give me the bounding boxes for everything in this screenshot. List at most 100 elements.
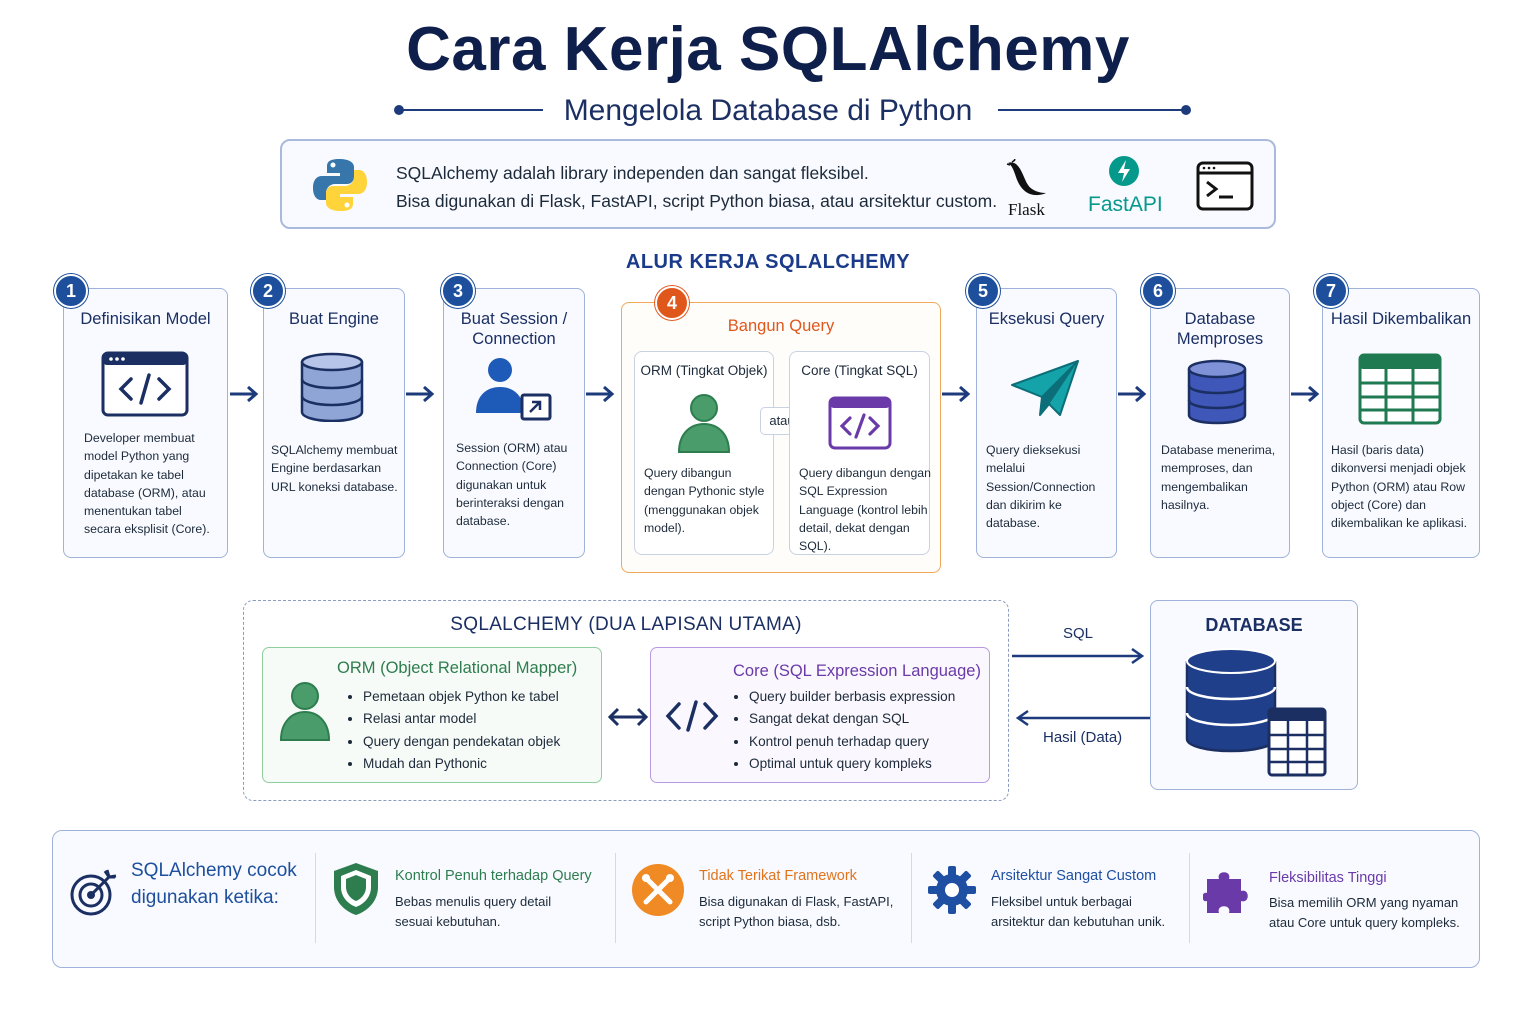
step-3-title: Buat Session / Connection: [460, 310, 568, 348]
layers-title: SQLALCHEMY (DUA LAPISAN UTAMA): [450, 614, 802, 635]
user-connection-icon: [476, 358, 552, 421]
intro-line-2: Bisa digunakan di Flask, FastAPI, script…: [396, 191, 998, 211]
step-5-title: Eksekusi Query: [988, 310, 1105, 328]
user-icon: [677, 394, 731, 453]
step-5-desc: Query dieksekusi melalui Session/Connect…: [986, 443, 1096, 531]
list-item: Query builder berbasis expression: [749, 686, 955, 708]
database-table-icon: [1185, 648, 1327, 777]
list-item: Optimal untuk query kompleks: [749, 753, 955, 775]
target-icon: [70, 869, 117, 916]
flow-arrow-icon: [586, 385, 615, 403]
step-2-title: Buat Engine: [289, 310, 379, 328]
usecase-2-desc-line-2: script Python biasa, dsb.: [699, 914, 841, 929]
double-arrow-icon: [608, 707, 648, 727]
step-4-title: Bangun Query: [727, 317, 835, 335]
result-label: Hasil (Data): [1043, 729, 1123, 746]
orm-query-box: ORM (Tingkat Objek) Query dibangun denga…: [634, 351, 774, 555]
usecase-2-desc: Bisa digunakan di Flask, FastAPI, script…: [699, 892, 893, 932]
usecase-4-desc-line-1: Bisa memilih ORM yang nyaman: [1269, 895, 1459, 910]
usecase-1-title: Kontrol Penuh terhadap Query: [395, 868, 592, 884]
divider: [315, 853, 316, 943]
step-6-card: Database Memproses Database menerima, me…: [1150, 288, 1290, 558]
flask-label: Flask: [1008, 200, 1045, 219]
step-3-desc: Session (ORM) atau Connection (Core) dig…: [456, 441, 568, 529]
step-6-desc: Database menerima, memproses, dan mengem…: [1161, 443, 1276, 512]
cross-tools-icon: [632, 864, 684, 916]
orm-query-desc: Query dibangun dengan Pythonic style (me…: [644, 466, 765, 535]
subtitle-right-line: [998, 109, 1184, 111]
orm-layer-box: ORM (Object Relational Mapper) Pemetaan …: [262, 647, 602, 783]
divider: [615, 853, 616, 943]
result-arrow-icon: [1015, 709, 1150, 727]
step-7-badge: 7: [1314, 274, 1348, 308]
core-query-box: Core (Tingkat SQL) Query dibangun dengan…: [789, 351, 931, 555]
step-4-badge: 4: [655, 286, 689, 320]
core-query-desc: Query dibangun dengan SQL Expression Lan…: [799, 466, 931, 554]
list-item: Sangat dekat dengan SQL: [749, 708, 955, 730]
code-icon: [665, 700, 719, 732]
orm-query-title: ORM (Tingkat Objek): [640, 363, 768, 378]
usecase-2-desc-line-1: Bisa digunakan di Flask, FastAPI,: [699, 894, 894, 909]
intro-text: SQLAlchemy adalah library independen dan…: [396, 159, 997, 215]
database-title: DATABASE: [1205, 615, 1303, 635]
usecase-panel: SQLAlchemy cocok digunakan ketika: Kontr…: [52, 830, 1480, 968]
list-item: Kontrol penuh terhadap query: [749, 731, 955, 753]
step-6-badge: 6: [1141, 274, 1175, 308]
usecase-1-desc-line-1: Bebas menulis query detail: [395, 894, 552, 909]
database-icon: [300, 352, 364, 422]
core-query-title: Core (Tingkat SQL): [801, 363, 918, 378]
python-logo-icon: [313, 159, 367, 211]
list-item: Pemetaan objek Python ke tabel: [363, 686, 560, 708]
step-5-card: Eksekusi Query Query dieksekusi melalui …: [976, 288, 1117, 558]
sql-label: SQL: [1063, 625, 1094, 642]
orm-layer-list: Pemetaan objek Python ke tabel Relasi an…: [345, 686, 560, 775]
step-7-card: Hasil Dikembalikan Hasil (baris data) di…: [1322, 288, 1480, 558]
flow-heading: ALUR KERJA SQLALCHEMY: [625, 251, 911, 273]
step-1-badge: 1: [54, 274, 88, 308]
usecase-4-desc: Bisa memilih ORM yang nyaman atau Core u…: [1269, 893, 1460, 933]
flow-arrow-icon: [1118, 385, 1147, 403]
database-panel: DATABASE: [1150, 600, 1358, 790]
intro-panel: SQLAlchemy adalah library independen dan…: [280, 139, 1276, 229]
divider: [911, 853, 912, 943]
table-icon: [1358, 353, 1442, 425]
orm-layer-title: ORM (Object Relational Mapper): [337, 659, 578, 677]
step-5-badge: 5: [966, 274, 1000, 308]
usecase-4-desc-line-2: atau Core untuk query kompleks.: [1269, 915, 1460, 930]
list-item: Relasi antar model: [363, 708, 560, 730]
code-window-icon: [101, 351, 189, 417]
code-window-icon: [828, 396, 892, 450]
paper-plane-icon: [1011, 360, 1079, 416]
flow-arrow-icon: [1291, 385, 1320, 403]
database-icon: [1187, 359, 1247, 425]
intro-line-1: SQLAlchemy adalah library independen dan…: [396, 163, 869, 183]
sql-arrow-icon: [1012, 647, 1145, 665]
usecase-4-title: Fleksibilitas Tinggi: [1269, 870, 1387, 886]
list-item: Mudah dan Pythonic: [363, 753, 560, 775]
layers-panel: SQLALCHEMY (DUA LAPISAN UTAMA) ORM (Obje…: [243, 600, 1009, 801]
usecase-1-desc-line-2: sesuai kebutuhan.: [395, 914, 501, 929]
puzzle-icon: [1203, 872, 1248, 913]
step-1-card: Definisikan Model Developer membuat mode…: [63, 288, 228, 558]
step-2-card: Buat Engine SQLAlchemy membuat Engine be…: [263, 288, 405, 558]
usecase-heading-line-2: digunakan ketika:: [131, 887, 279, 908]
flow-arrow-icon: [230, 385, 259, 403]
usecase-heading-line-1: SQLAlchemy cocok: [131, 860, 297, 881]
step-7-title: Hasil Dikembalikan: [1330, 310, 1472, 328]
page-title: Cara Kerja SQLAlchemy: [406, 15, 1130, 84]
fastapi-logo-icon: [1109, 156, 1139, 186]
flow-arrow-icon: [942, 385, 971, 403]
step-1-title: Definisikan Model: [80, 310, 211, 328]
gear-icon: [928, 866, 976, 914]
subtitle-right-dot: [1181, 105, 1191, 115]
core-layer-title: Core (SQL Expression Language): [733, 662, 981, 680]
step-2-desc: SQLAlchemy membuat Engine berdasarkan UR…: [271, 443, 398, 494]
flow-arrow-icon: [406, 385, 435, 403]
step-4-card: Bangun Query ORM (Tingkat Objek) Query d…: [621, 302, 941, 573]
page-subtitle: Mengelola Database di Python: [563, 94, 973, 127]
step-6-title: Database Memproses: [1176, 310, 1264, 348]
fastapi-label: FastAPI: [1088, 193, 1163, 216]
usecase-1-desc: Bebas menulis query detail sesuai kebutu…: [395, 892, 551, 932]
subtitle-left-line: [400, 109, 543, 111]
list-item: Query dengan pendekatan objek: [363, 731, 560, 753]
